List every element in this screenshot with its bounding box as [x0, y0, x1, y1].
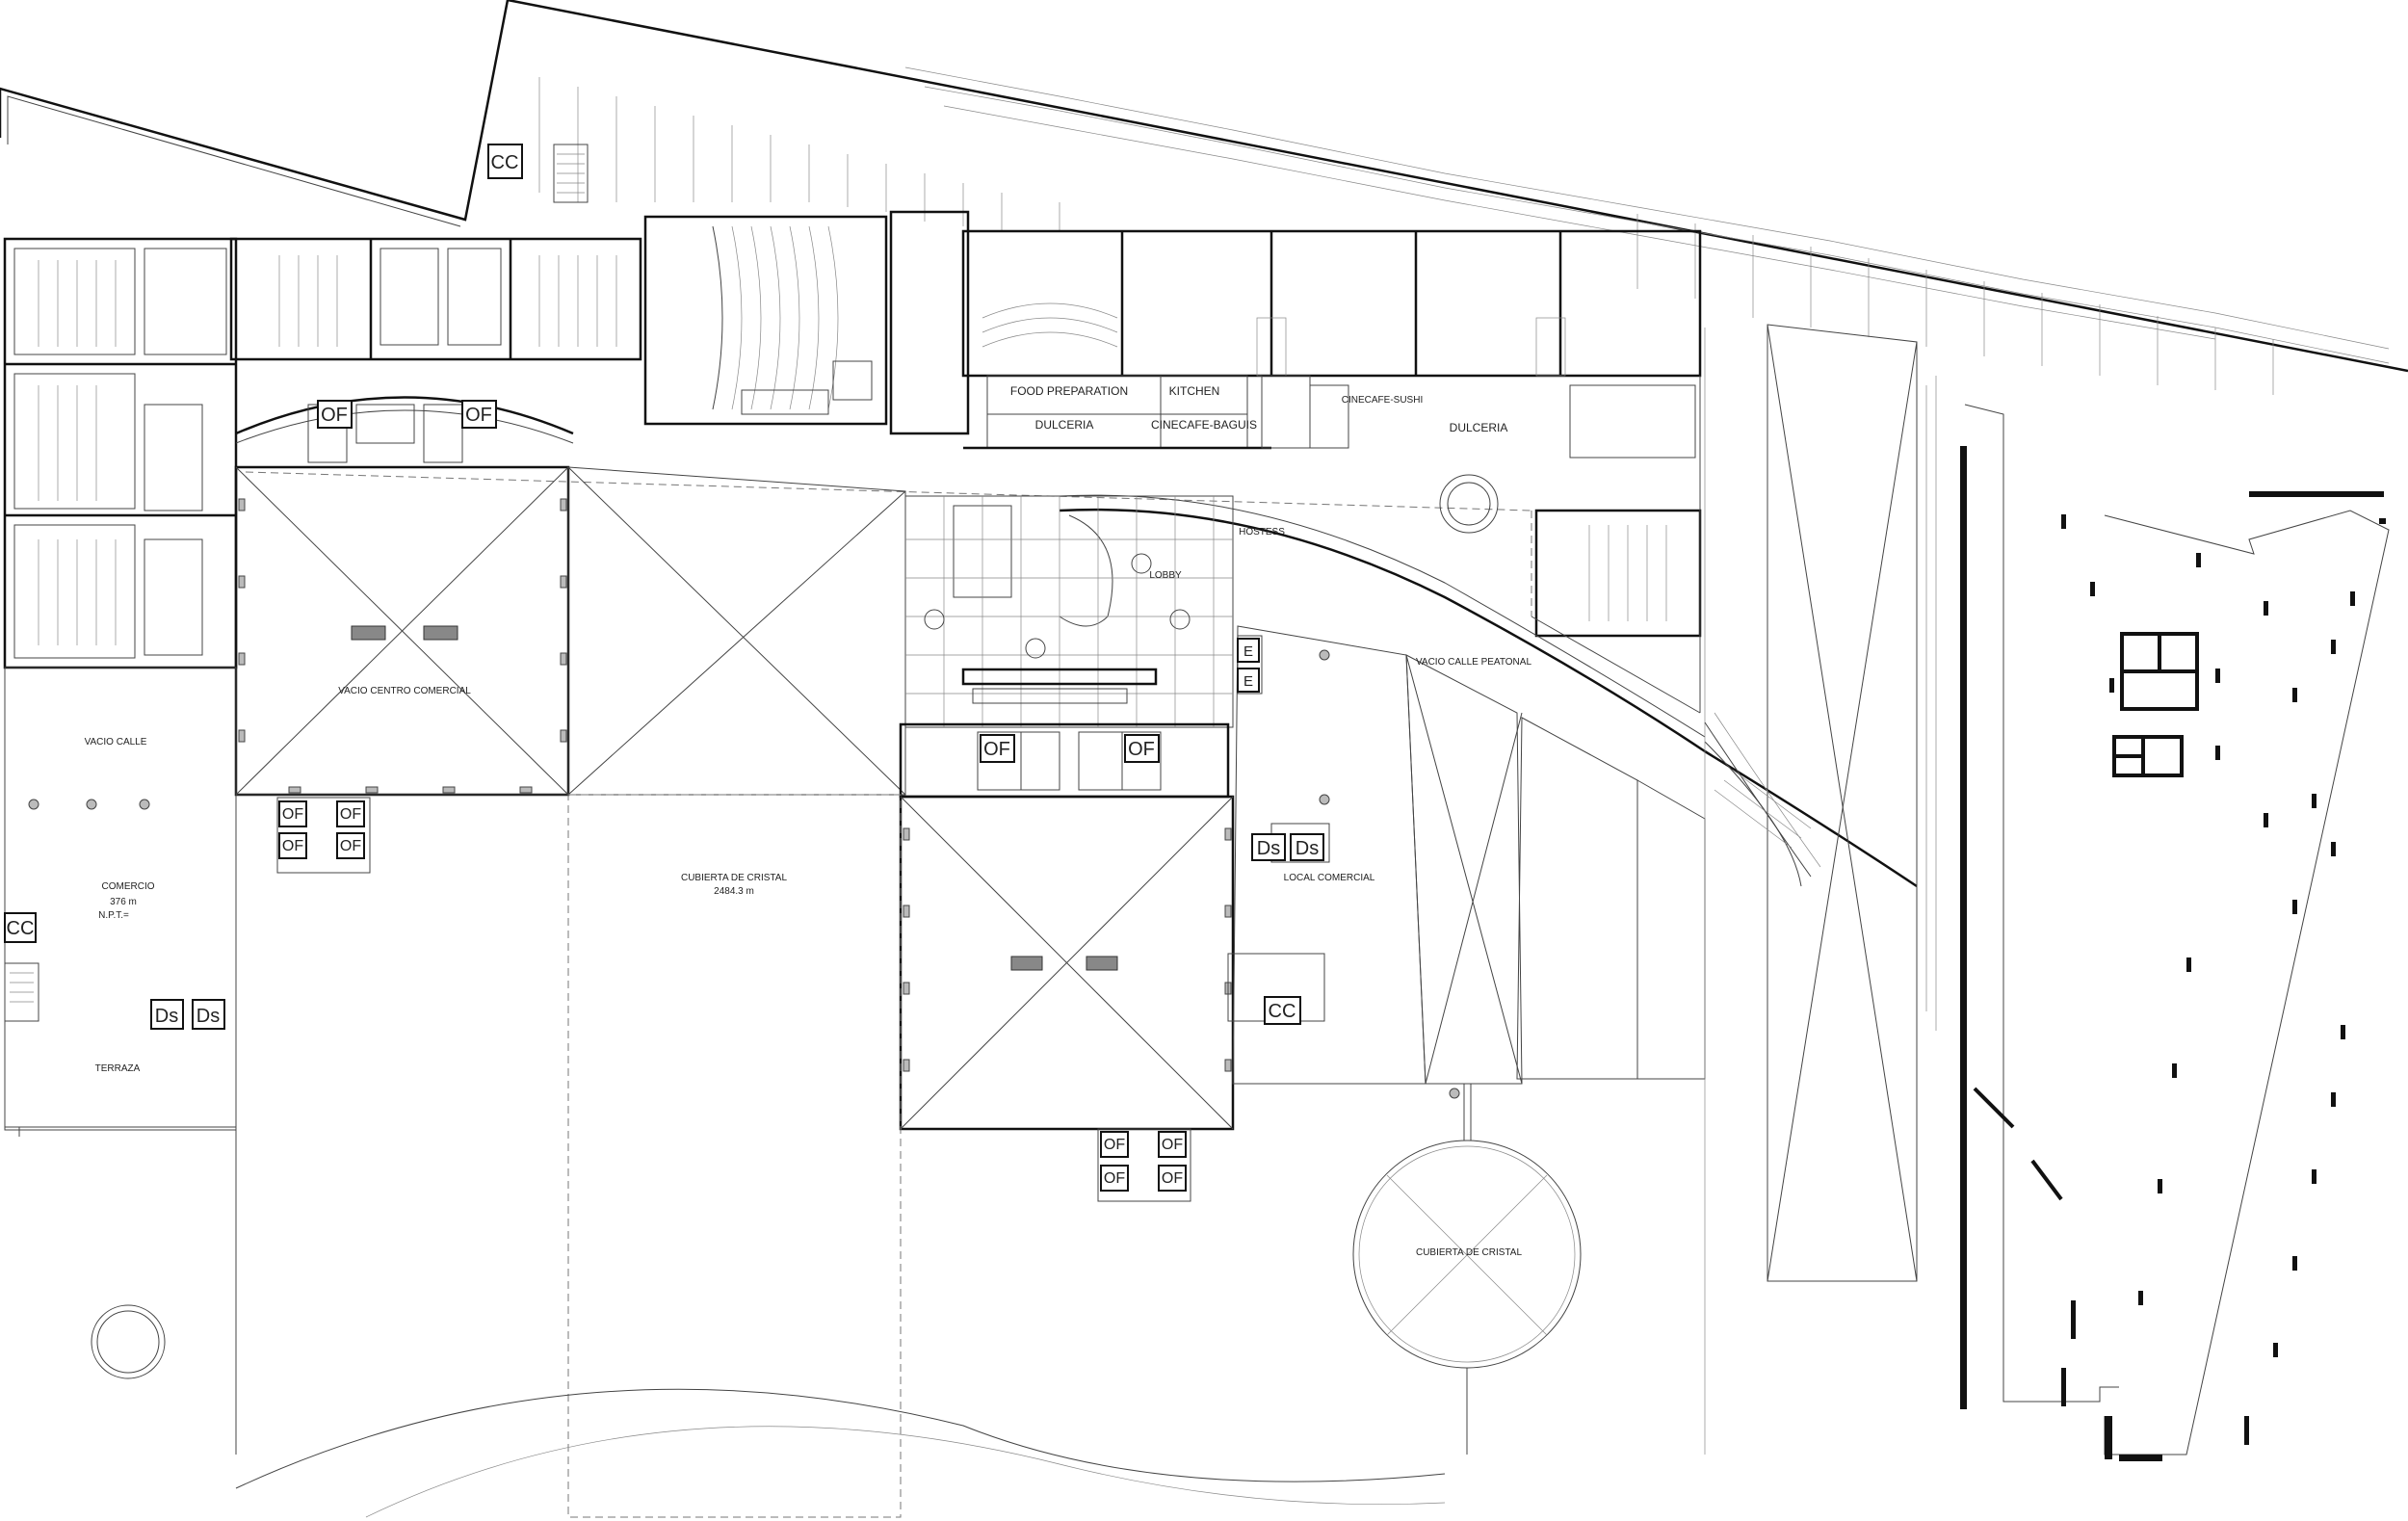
of-tag-sb-1-label: OF — [1104, 1137, 1125, 1153]
of-tag-sl-2 — [336, 800, 365, 827]
cc-tag-left-label: CC — [7, 918, 35, 939]
label-kitchen: KITCHEN — [1169, 384, 1220, 398]
label-cubierta-area: 2484.3 m — [714, 886, 754, 897]
label-vacio-calle-peatonal: VACIO CALLE PEATONAL — [1416, 657, 1531, 668]
of-tag-arch-2 — [461, 400, 497, 429]
ds-tag-left-2 — [192, 999, 225, 1030]
ds-tag-right-1-label: Ds — [1257, 838, 1280, 859]
label-food-preparation: FOOD PREPARATION — [1010, 384, 1128, 398]
ds-tag-left-1-label: Ds — [155, 1006, 178, 1027]
of-tag-sb-3-label: OF — [1104, 1170, 1125, 1187]
ds-tag-right-2-label: Ds — [1296, 838, 1319, 859]
label-cinecafe-sushi: CINECAFE-SUSHI — [1342, 395, 1423, 406]
cc-tag-top — [487, 144, 523, 179]
e-tag-1-label: E — [1243, 643, 1253, 660]
e-tag-2 — [1237, 668, 1260, 693]
label-terraza: TERRAZA — [95, 1063, 141, 1074]
cc-tag-center-label: CC — [1269, 1001, 1296, 1022]
of-tag-sb-3 — [1100, 1165, 1129, 1192]
site-boundary — [0, 0, 2408, 373]
lobby-area — [904, 474, 1499, 728]
of-tag-sl-2-label: OF — [340, 806, 361, 823]
of-tag-sl-4-label: OF — [340, 838, 361, 854]
of-arched-block — [235, 396, 574, 463]
e-tag-2-label: E — [1243, 673, 1253, 690]
cubierta-cristal-round — [1352, 1084, 1582, 1455]
label-comercio: COMERCIO — [102, 881, 155, 892]
label-local-comercial: LOCAL COMERCIAL — [1284, 873, 1375, 883]
top-cc-stairs — [553, 144, 589, 203]
cc-tag-top-label: CC — [491, 152, 519, 173]
ds-tag-right-2 — [1290, 833, 1324, 861]
of-tag-c-2-label: OF — [1128, 739, 1155, 760]
parking-polygon — [1960, 404, 2390, 1461]
terrace-lines — [538, 66, 2390, 395]
label-comercio-area: 376 m — [110, 897, 137, 907]
void-centro-comercial — [234, 465, 570, 797]
ds-tag-left-2-label: Ds — [196, 1006, 220, 1027]
label-dulceria-right: DULCERIA — [1450, 421, 1508, 434]
plaza-outline — [235, 794, 1446, 1518]
of-tag-arch-2-label: OF — [465, 405, 492, 426]
local-comercial-rooms — [1227, 635, 1330, 1022]
corridor-axis — [245, 471, 1532, 511]
of-tag-sb-2 — [1158, 1131, 1187, 1158]
label-lobby: LOBBY — [1149, 570, 1182, 581]
of-tag-c-2 — [1124, 734, 1160, 763]
label-npt: N.P.T.= — [98, 910, 129, 921]
upper-left-salas — [229, 237, 642, 361]
label-vacio-centro-comercial: VACIO CENTRO COMERCIAL — [338, 686, 471, 696]
left-cinema-block — [3, 237, 238, 669]
of-tag-sb-4 — [1158, 1165, 1187, 1192]
cubierta-cristal-main — [899, 795, 1235, 1131]
of-tag-sb-1 — [1100, 1131, 1129, 1158]
label-vacio-calle: VACIO CALLE — [85, 737, 147, 747]
e-tag-1 — [1237, 638, 1260, 663]
label-cubierta-de-cristal: CUBIERTA DE CRISTAL — [681, 873, 787, 883]
ds-tag-right-1 — [1251, 833, 1286, 861]
cc-tag-left — [4, 912, 37, 943]
ds-tag-left-1 — [150, 999, 184, 1030]
of-tag-arch-1 — [317, 400, 353, 429]
of-tag-c-1-label: OF — [983, 739, 1010, 760]
cc-tag-center — [1264, 996, 1301, 1025]
of-tag-arch-1-label: OF — [321, 405, 348, 426]
tag-boxes: CC CC CC OF OF OF OF OF OF OF OF OF OF O… — [4, 144, 1324, 1192]
central-cinema-strip — [889, 210, 1702, 459]
of-tag-sl-3-label: OF — [282, 838, 303, 854]
of-tag-sl-4 — [336, 832, 365, 859]
label-cinecafe-baguis: CINECAFE-BAGUIS — [1151, 418, 1257, 432]
diagonal-void — [567, 466, 906, 796]
of-tag-sl-1 — [278, 800, 307, 827]
comercio-terraza — [4, 667, 237, 1379]
label-hostess: HOSTESS — [1239, 527, 1285, 538]
label-dulceria-left: DULCERIA — [1035, 418, 1094, 432]
right-ramp — [1704, 324, 1937, 1455]
of-stacks — [276, 797, 1191, 1202]
vacio-calle-peatonal — [1232, 625, 1706, 1099]
label-cubierta-round: CUBIERTA DE CRISTAL — [1416, 1247, 1522, 1258]
of-tag-c-1 — [980, 734, 1015, 763]
of-tag-sl-1-label: OF — [282, 806, 303, 823]
area-labels: FOOD PREPARATION KITCHEN DULCERIA CINECA… — [85, 384, 1532, 1258]
right-sala — [1531, 376, 1702, 714]
sala-1-auditorium — [643, 215, 888, 426]
central-of-block — [899, 722, 1230, 799]
of-tag-sl-3 — [278, 832, 307, 859]
pedestrian-curve — [1059, 494, 1918, 888]
of-tag-sb-4-label: OF — [1162, 1170, 1183, 1187]
of-tag-sb-2-label: OF — [1162, 1137, 1183, 1153]
